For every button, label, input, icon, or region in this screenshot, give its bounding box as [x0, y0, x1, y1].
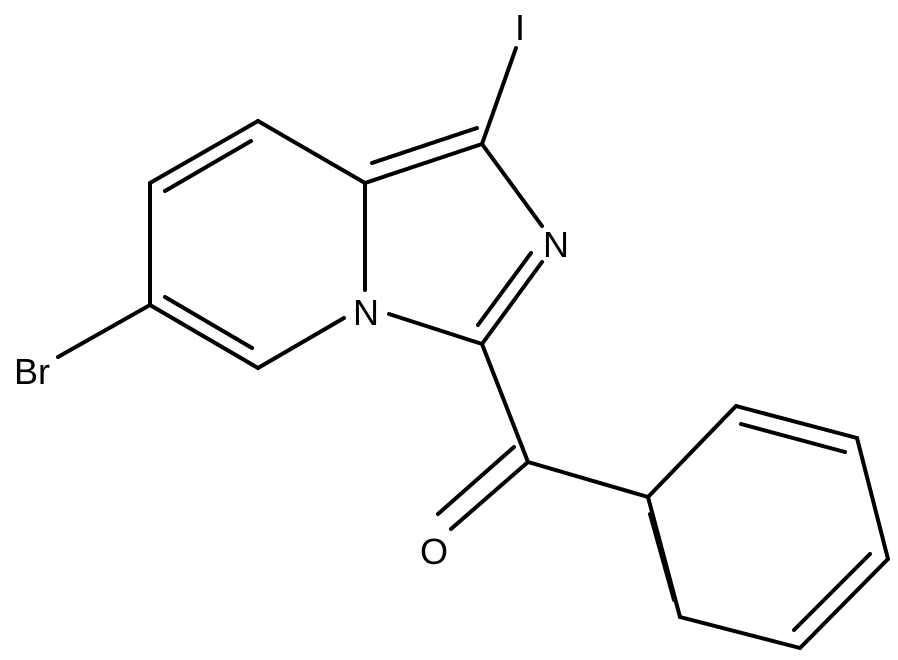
substituent-bonds: [56, 46, 650, 531]
bond-c8a-c8: [256, 119, 367, 185]
atom-label-bridge-nitrogen: N: [353, 292, 379, 333]
bond-c5-n4: [256, 316, 346, 370]
atom-label-imine-nitrogen: N: [543, 224, 569, 265]
bond-n2-c3-double: [476, 251, 533, 327]
imidazole-ring: [363, 126, 544, 346]
bond-carbonyl-oxygen: [449, 460, 530, 531]
bond-ph1-ph2: [646, 404, 738, 499]
bond-ph5-ph6: [678, 615, 802, 650]
bond-carbonyl-phenyl: [526, 460, 650, 499]
bond-c6-c5-double: [163, 295, 254, 350]
bond-ph2-ph3-double: [739, 422, 847, 454]
bond-c1-n2: [480, 142, 544, 228]
atom-label-bromine: Br: [14, 351, 50, 392]
bond-c3-n4: [387, 312, 484, 346]
bond-c8-c7: [148, 119, 260, 185]
bond-c6-bromine: [56, 303, 152, 359]
atom-label-iodine: I: [515, 7, 525, 48]
bond-c8a-c1: [363, 142, 484, 185]
bond-n2-c3: [480, 260, 544, 346]
bond-ph4-ph5: [798, 557, 890, 650]
bond-ph6-ph1-double: [648, 512, 676, 602]
bond-c6-c5: [148, 303, 260, 370]
bond-ph3-ph4: [855, 436, 890, 561]
phenyl-ring: [646, 404, 890, 650]
bond-c8a-c1-double: [370, 126, 479, 165]
atom-label-oxygen: O: [420, 531, 448, 572]
pyridine-ring: [148, 119, 367, 370]
bond-c8-c7-double: [163, 139, 253, 193]
bond-ph2-ph3: [734, 404, 859, 440]
bond-ph4-ph5-double: [792, 552, 872, 632]
bond-c1-iodine: [480, 46, 518, 146]
atom-labels: I N N Br O: [14, 7, 569, 572]
bond-carbonyl-oxygen-double: [436, 445, 516, 516]
bond-c3-carbonyl: [480, 342, 530, 464]
